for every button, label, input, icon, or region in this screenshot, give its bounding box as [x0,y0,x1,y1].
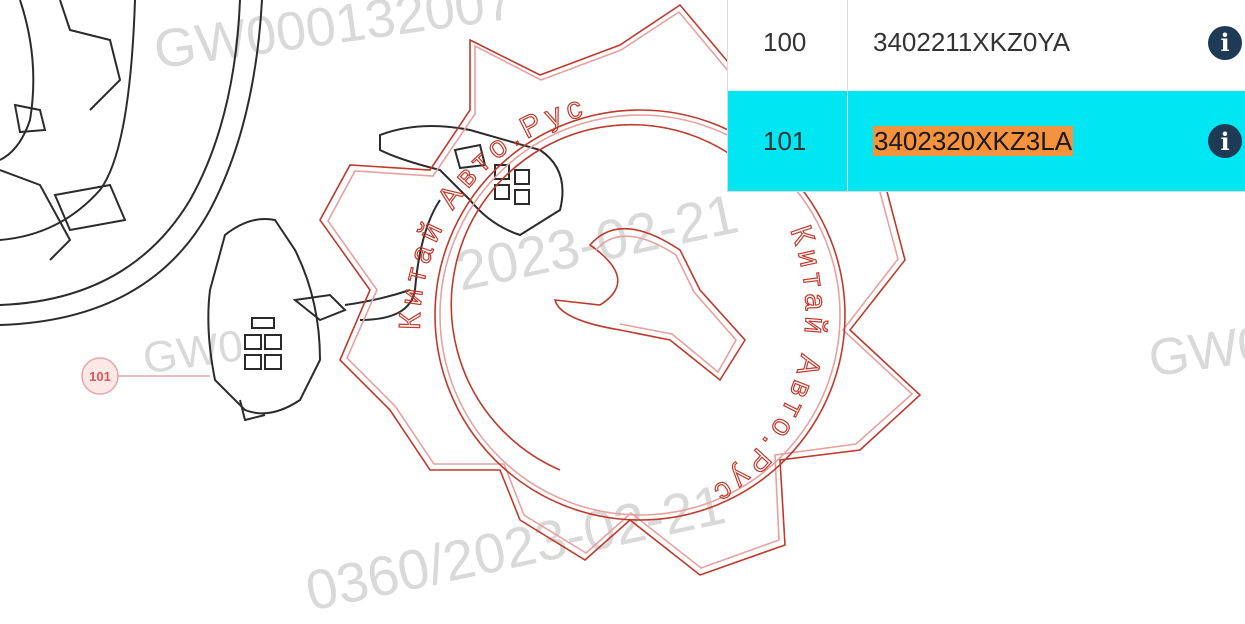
info-icon[interactable]: i [1208,124,1242,158]
table-row[interactable]: 100 3402211XKZ0YA i [728,0,1245,92]
parts-table: 100 3402211XKZ0YA i 101 3402320XKZ3LA i [727,0,1245,192]
table-row-selected[interactable]: 101 3402320XKZ3LA i [728,91,1245,192]
part-number-cell[interactable]: 3402211XKZ0YA [873,27,1071,57]
part-number-cell[interactable]: 3402320XKZ3LA [848,125,1204,157]
callout-label: 101 [89,369,111,384]
position-cell: 100 [728,0,848,91]
callout-101[interactable]: 101 [81,357,210,395]
search-highlight: 3402320XKZ3LA [873,125,1074,156]
position-cell: 101 [728,91,848,191]
switch-assembly-lower [207,218,411,422]
watermark-brand-right: Китай Авто.Рус [704,221,832,512]
parts-diagram: 101 Китай Авто.Рус Китай Авто.Рус [0,0,922,576]
info-icon[interactable]: i [1208,25,1242,60]
steering-wheel [0,0,263,326]
